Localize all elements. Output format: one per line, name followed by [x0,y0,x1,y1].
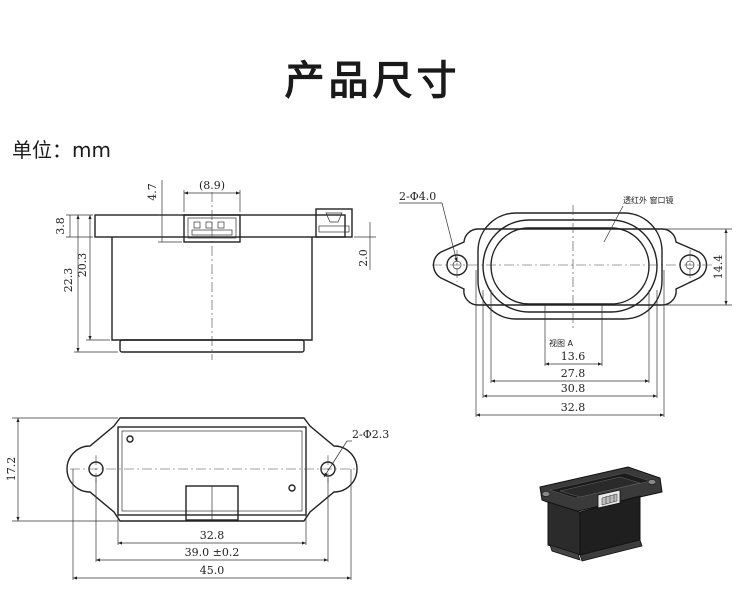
dim-window-inner: 13.6 [561,350,586,363]
top-outer-shape [432,228,708,306]
dim-bottom-height: 17.2 [5,457,18,482]
top-flange [477,212,663,320]
dim-flange-thickness: 3.8 [54,217,67,235]
sensor-isometric-image [539,466,663,562]
dim-window-outer: 30.8 [561,382,586,395]
dim-overall-width: 32.8 [561,401,586,414]
front-view: (8.9) 4.7 3.8 22.3 20.3 2.0 [54,179,376,360]
dim-top-height: 14.4 [712,255,725,280]
dim-bottom-body-width: 32.8 [200,529,225,542]
top-view: 2-Φ4.0 透红外 窗口镜 视图 A 13.6 27.8 30.8 32.8 [399,190,732,417]
bottom-hole-label: 2-Φ2.3 [352,428,389,441]
dim-total-height: 22.3 [62,268,75,293]
window-lens [490,227,650,305]
unit-label: 单位：mm [12,138,111,162]
dim-connector-height: 4.7 [146,183,159,201]
window-label: 透红外 窗口镜 [623,195,674,205]
dim-window-width: 27.8 [561,367,586,380]
top-window-frame [482,219,658,313]
dim-body-height: 20.3 [76,253,89,278]
dim-flange-offset: 2.0 [357,249,370,267]
front-hole-boss [315,208,353,238]
dim-bottom-overall-width: 45.0 [200,564,225,577]
bottom-view: 2-Φ2.3 32.8 39.0 ±0.2 45.0 17.2 [5,417,389,580]
bottom-outer-shape [66,417,358,522]
top-hole-label: 2-Φ4.0 [399,190,436,203]
dim-connector-width: (8.9) [199,179,225,192]
dim-hole-spacing: 39.0 ±0.2 [185,546,240,559]
view-a-label: 视图 A [549,338,574,348]
page-title: 产品尺寸 [284,58,461,104]
